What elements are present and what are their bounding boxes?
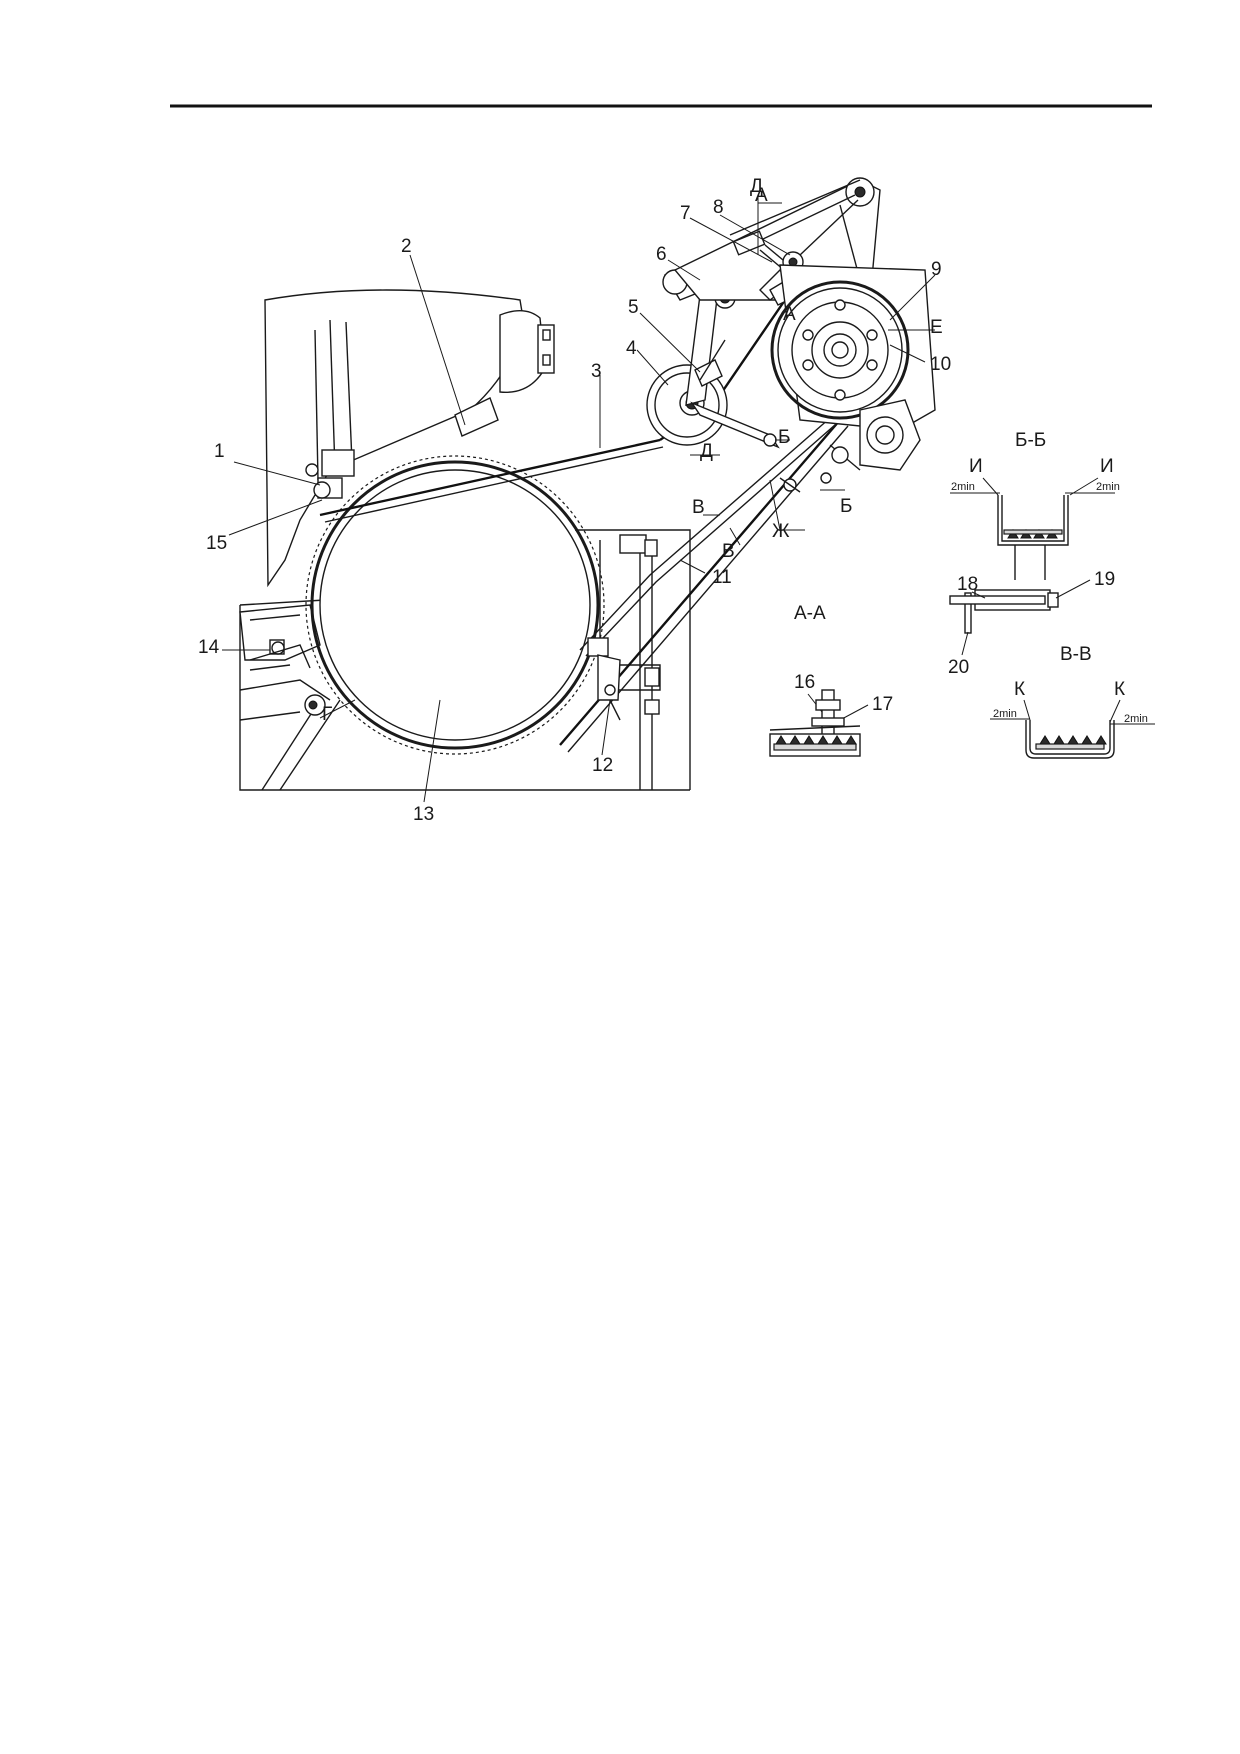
mark-e: Е — [930, 317, 943, 338]
mark-a-mid: А — [783, 304, 796, 325]
callout-17: 17 — [872, 694, 893, 715]
callout-6: 6 — [656, 244, 667, 265]
belt-clamp — [779, 477, 801, 493]
belt-guard — [579, 417, 837, 701]
view-title-vv: В-В — [1060, 644, 1092, 665]
left-fasteners — [249, 463, 331, 671]
callout-12: 12 — [592, 755, 613, 776]
mark-a-top: А — [755, 185, 768, 206]
section-view-vv: В-В К К 2min 2min — [990, 644, 1155, 759]
callout-14: 14 — [198, 637, 220, 658]
belt-profile-bb — [1003, 529, 1063, 539]
callout-7: 7 — [680, 203, 691, 224]
main-view: 1 2 3 4 5 6 7 8 9 10 11 12 13 14 15 Д А … — [198, 176, 951, 825]
section-line-v2 — [729, 527, 741, 546]
leader-lines — [222, 214, 936, 803]
dim-2min-bb-right: 2min — [1096, 481, 1120, 493]
dim-2min-vv-right: 2min — [1124, 713, 1148, 725]
mark-b-bottom: Б — [840, 496, 852, 517]
housing-left — [264, 289, 555, 588]
section-view-aa: А-А 16 17 — [769, 603, 893, 757]
callout-5: 5 — [628, 297, 639, 318]
callout-2: 2 — [401, 236, 412, 257]
callout-10: 10 — [930, 354, 951, 375]
mark-b-top: Б — [778, 427, 790, 448]
mark-i-left: И — [969, 456, 983, 477]
view-title-bb: Б-Б — [1015, 430, 1046, 451]
callout-9: 9 — [931, 259, 942, 280]
view-title-aa: А-А — [794, 603, 826, 624]
belt-profile-vv — [1035, 735, 1107, 750]
section-view-bb: Б-Б И И 2min 2min 18 19 20 — [948, 430, 1120, 678]
dim-2min-vv-left: 2min — [993, 708, 1017, 720]
mark-d-top: Д — [750, 176, 763, 197]
mark-i-right: И — [1100, 456, 1114, 477]
mark-v-top: В — [692, 497, 705, 518]
mark-g: Г — [322, 704, 332, 725]
section-line-zh — [769, 479, 805, 531]
mark-v-bottom: В — [722, 541, 735, 562]
mark-k-left: К — [1014, 679, 1025, 700]
callout-18: 18 — [957, 574, 978, 595]
callout-16: 16 — [794, 672, 815, 693]
belt-profile-aa — [773, 735, 857, 751]
callout-15: 15 — [206, 533, 227, 554]
tensioner-arm — [646, 257, 780, 449]
callout-8: 8 — [713, 197, 724, 218]
drum-pulley — [305, 455, 605, 755]
callout-4: 4 — [626, 338, 637, 359]
callout-13: 13 — [413, 804, 434, 825]
mark-k-right: К — [1114, 679, 1125, 700]
callout-3: 3 — [591, 361, 602, 382]
mark-zh: Ж — [772, 521, 790, 542]
callout-19: 19 — [1094, 569, 1115, 590]
dim-2min-bb-left: 2min — [951, 481, 975, 493]
section-line-g — [319, 699, 356, 719]
callout-11: 11 — [712, 567, 732, 588]
driven-pulley — [770, 264, 936, 484]
mark-d-bottom: Д — [700, 441, 713, 462]
callout-1: 1 — [214, 441, 225, 462]
callout-20: 20 — [948, 657, 969, 678]
